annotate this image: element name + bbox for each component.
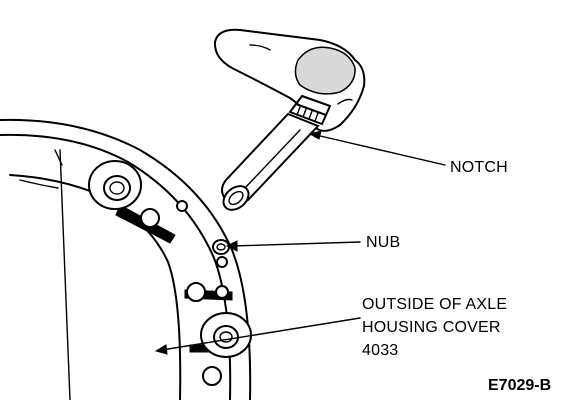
cover-label-part-number: 4033 <box>362 342 398 359</box>
nub <box>212 239 230 255</box>
leaders <box>154 130 446 355</box>
nub-leader <box>231 241 361 247</box>
bolt-boss-upper <box>88 160 188 228</box>
figure-id: E7029-B <box>488 377 551 394</box>
cover-label-line2: HOUSING COVER <box>362 319 501 336</box>
notch-label: NOTCH <box>450 159 508 176</box>
bolt-boss-middle <box>186 256 229 302</box>
bolt-boss-lower <box>200 312 252 386</box>
hand-thumb-top <box>214 28 356 61</box>
notch-leader <box>315 134 446 166</box>
tool <box>221 95 331 211</box>
notch-mark <box>296 106 319 122</box>
housing-outer-edge <box>0 118 252 400</box>
notch-arrowhead <box>308 130 322 140</box>
thumbnail <box>294 46 356 95</box>
housing-inner-edge <box>9 174 182 400</box>
hand <box>213 28 366 132</box>
nub-arrowhead <box>225 240 238 252</box>
nub-label: NUB <box>366 234 400 251</box>
housing-face-line <box>59 149 71 400</box>
cover-leader <box>161 317 361 351</box>
cover-arrowhead <box>154 344 168 355</box>
cover-label-line1: OUTSIDE OF AXLE <box>362 296 507 313</box>
